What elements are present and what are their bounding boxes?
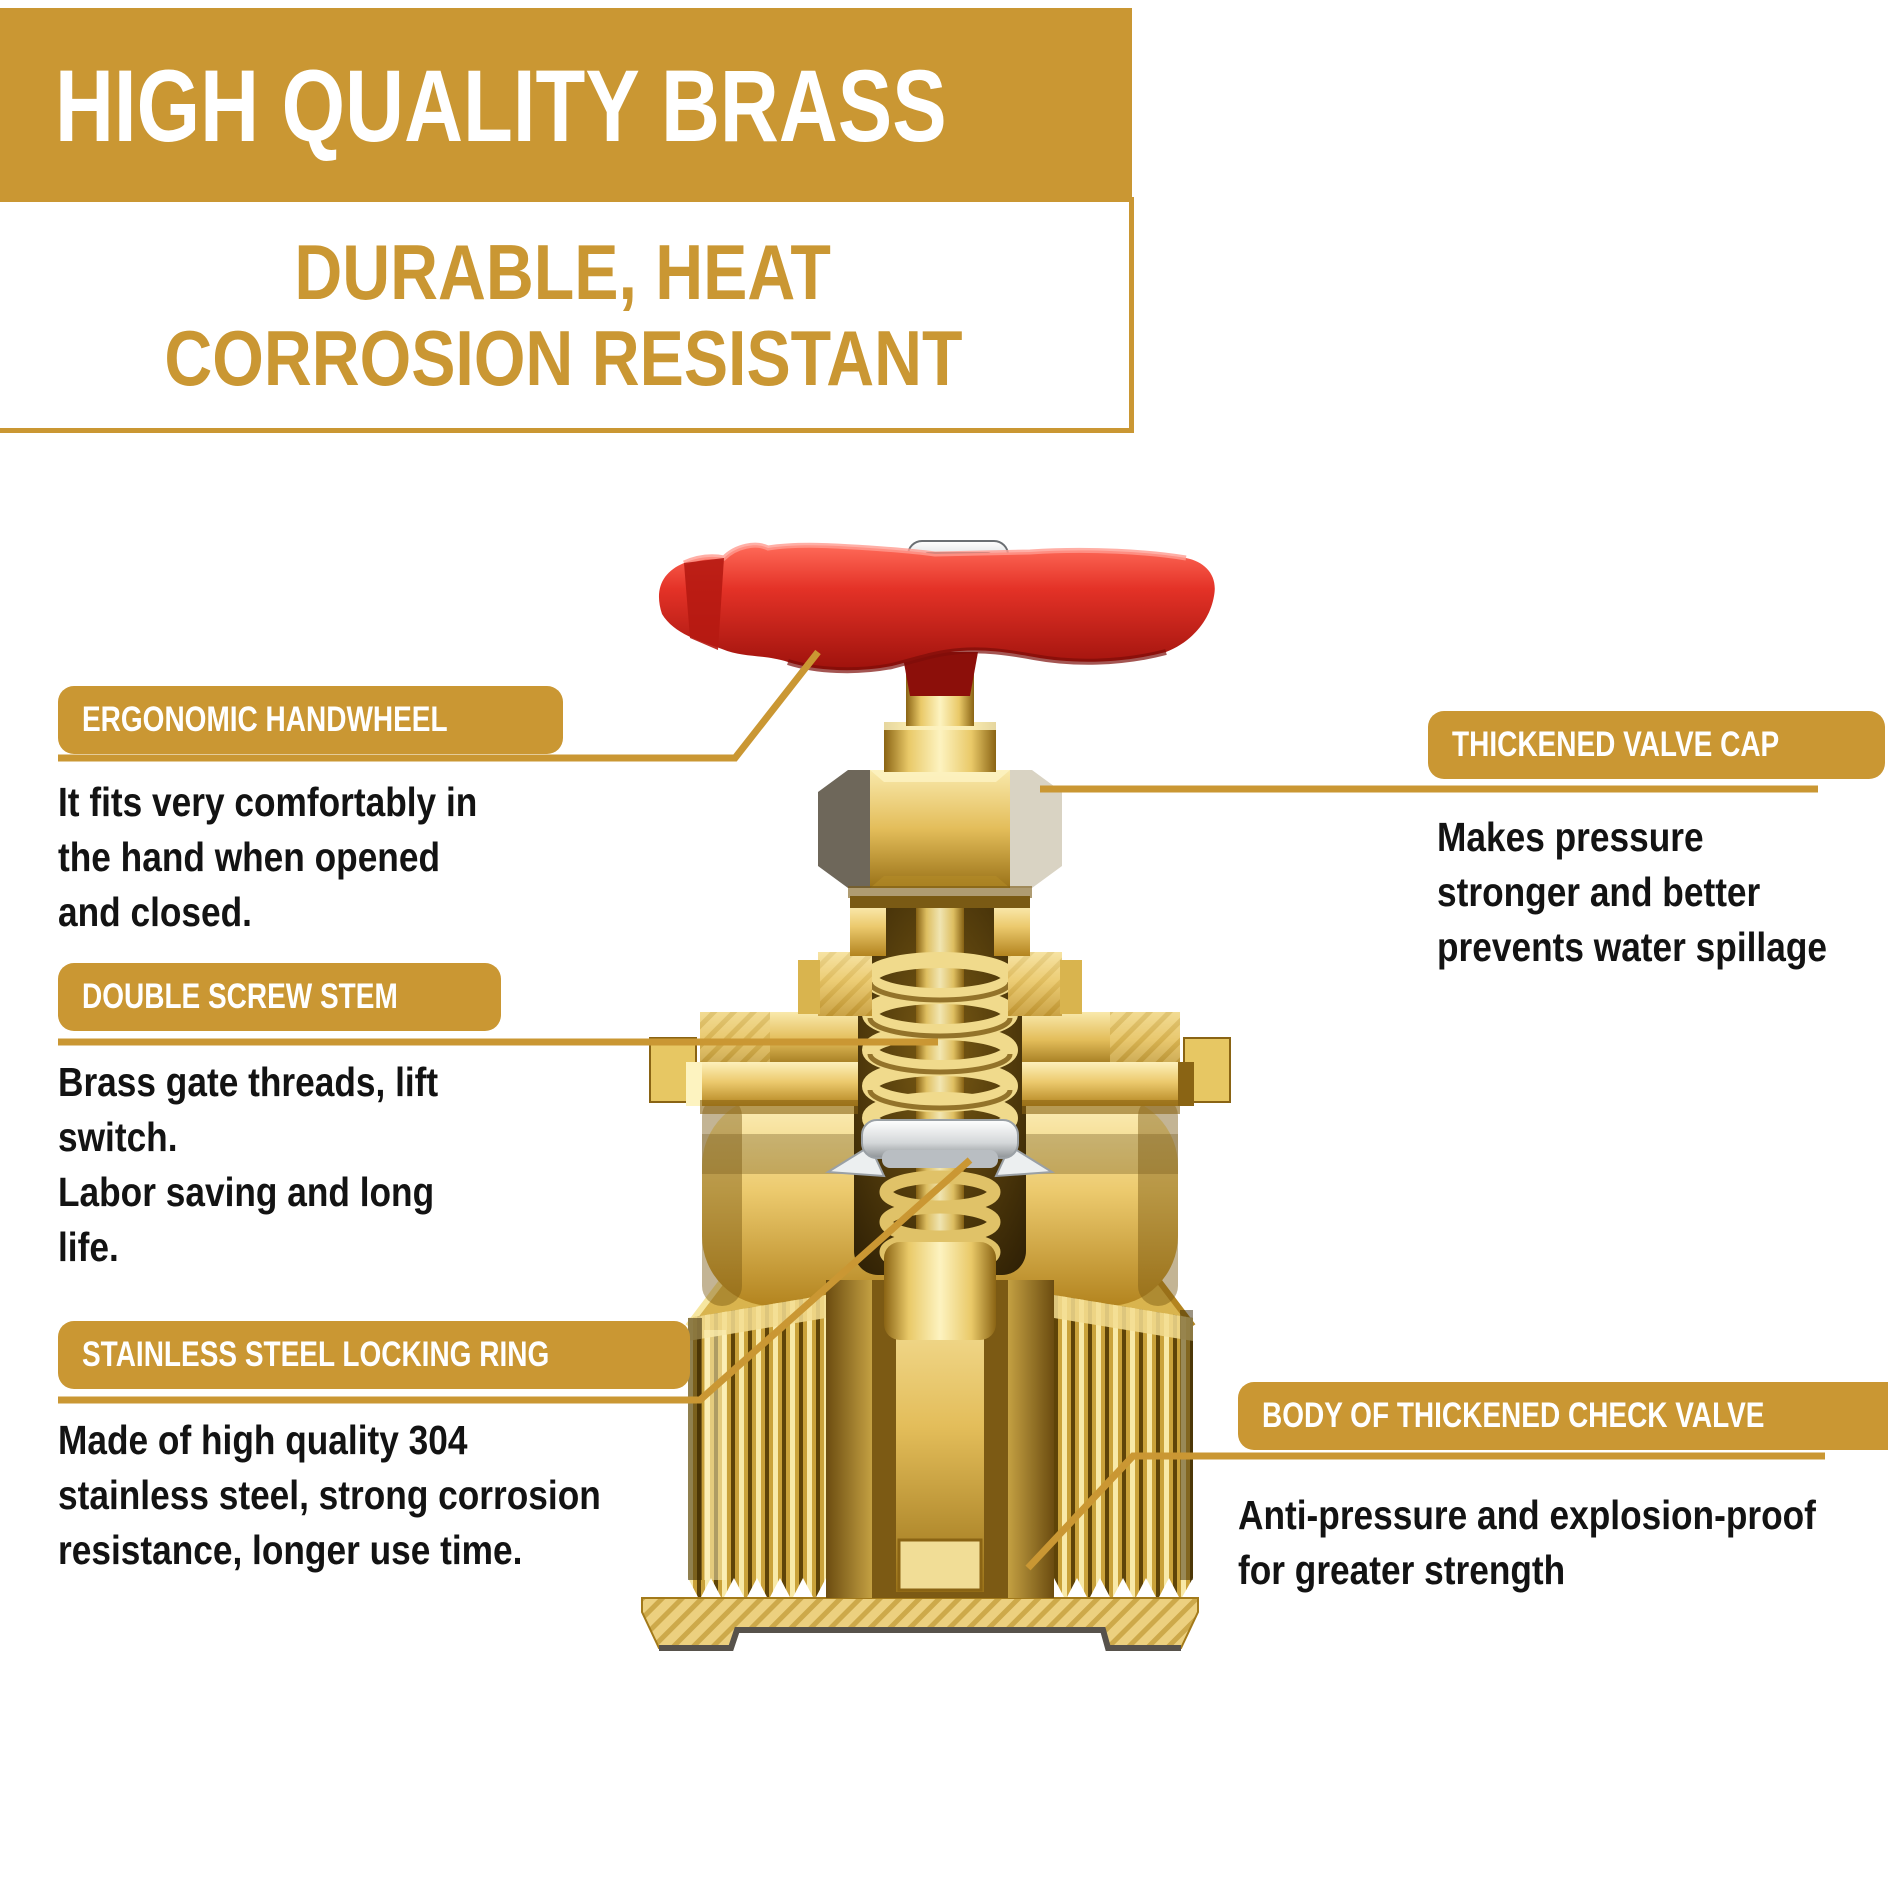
label-double-screw-stem: DOUBLE SCREW STEM <box>58 963 501 1031</box>
subtitle-line1: DURABLE, HEAT <box>294 228 832 316</box>
desc-body-thickened-check-valve: Anti-pressure and explosion-proof for gr… <box>1238 1492 1816 1593</box>
valve-internals <box>824 905 1056 1340</box>
label-ergonomic-handwheel: ERGONOMIC HANDWHEEL <box>58 686 563 754</box>
label-thickened-valve-cap: THICKENED VALVE CAP <box>1428 711 1886 779</box>
cap-left-face <box>818 770 872 888</box>
desc-double-screw-stem: Brass gate threads, lift switch. Labor s… <box>58 1059 439 1270</box>
desc-thickened-valve-cap: Makes pressure stronger and better preve… <box>1437 814 1827 970</box>
gate-head <box>884 1242 996 1340</box>
desc-stainless-steel-locking-ring: Made of high quality 304 stainless steel… <box>58 1417 601 1573</box>
handwheel <box>658 540 1215 696</box>
line-locking-ring <box>58 1157 973 1404</box>
label-stainless-steel-locking-ring: STAINLESS STEEL LOCKING RING <box>58 1321 691 1389</box>
handwheel-hub <box>902 652 978 696</box>
subtitle-box: DURABLE, HEAT CORROSION RESISTANT <box>0 197 1134 433</box>
valve-cap-hex <box>818 770 1062 898</box>
right-threaded-port <box>1054 1295 1193 1600</box>
callout-lines <box>58 649 1825 1571</box>
page-title: HIGH QUALITY BRASS <box>55 49 947 163</box>
title-banner: HIGH QUALITY BRASS <box>0 8 1132 197</box>
desc-ergonomic-handwheel: It fits very comfortably in the hand whe… <box>58 779 478 935</box>
label-body-thickened-check-valve: BODY OF THICKENED CHECK VALVE <box>1238 1382 1888 1450</box>
bottom-flange <box>641 1597 1199 1651</box>
line-handwheel <box>58 649 821 762</box>
cap-right-face <box>1008 770 1062 888</box>
cap-front-face <box>870 770 1010 888</box>
line-body <box>1025 1452 1825 1571</box>
left-threaded-port <box>688 1295 826 1600</box>
subtitle-line2: CORROSION RESISTANT <box>163 314 963 402</box>
bonnet-steps <box>798 896 1082 1016</box>
